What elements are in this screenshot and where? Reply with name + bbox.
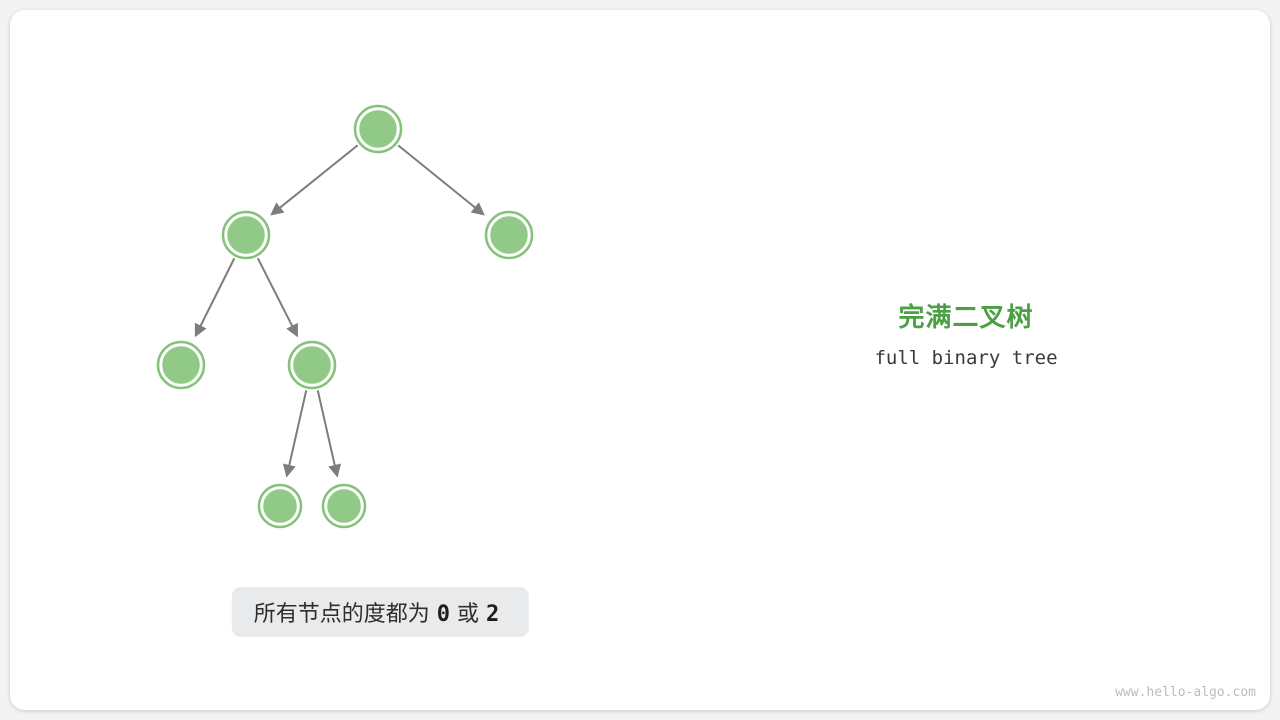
tree-edge: [256, 257, 298, 338]
tree-node: [156, 340, 206, 390]
tree-edge: [282, 390, 308, 478]
tree-node: [353, 104, 403, 154]
tree-edges: [194, 144, 485, 478]
diagram-title: 完满二叉树: [898, 302, 1034, 332]
watermark: www.hello-algo.com: [1115, 685, 1256, 700]
caption-degree-2: 2: [486, 602, 500, 627]
tree-nodes: [156, 104, 534, 529]
diagram-card: [10, 10, 1270, 710]
caption-text-2: 或: [457, 601, 480, 626]
tree-edge: [194, 257, 236, 338]
tree-node: [484, 210, 534, 260]
tree-edge: [316, 390, 342, 478]
tree-edge: [270, 144, 359, 216]
tree-edge: [397, 144, 485, 216]
tree-node: [257, 483, 303, 529]
tree-node: [321, 483, 367, 529]
caption-degree-0: 0: [436, 602, 450, 627]
tree-node: [287, 340, 337, 390]
caption-text-1: 所有节点的度都为: [253, 601, 430, 626]
diagram-subtitle: full binary tree: [874, 347, 1058, 369]
tree-node: [221, 210, 271, 260]
